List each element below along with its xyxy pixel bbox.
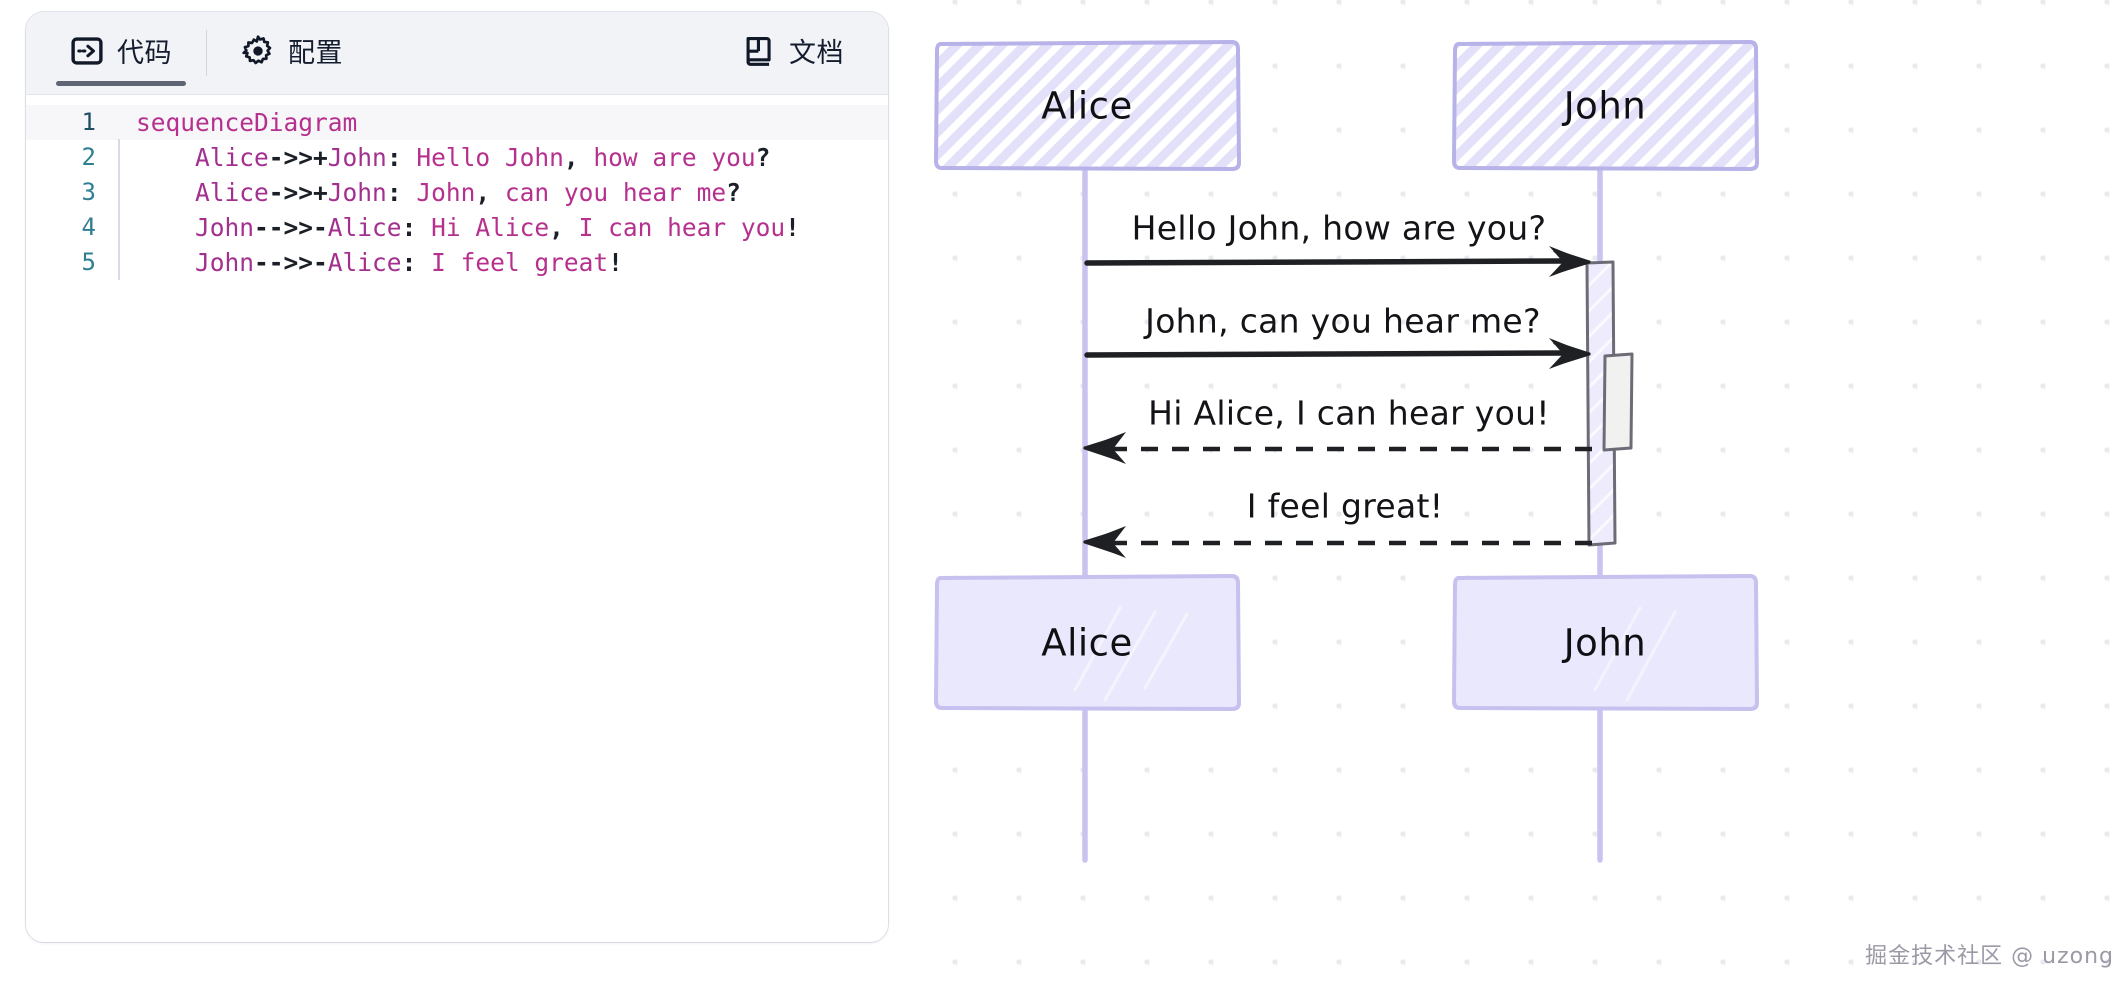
- terminal-icon: [70, 34, 104, 73]
- tab-code-label: 代码: [117, 37, 172, 68]
- code-token: John: [327, 178, 387, 207]
- editor-tabbar: 代码 配置: [26, 12, 888, 95]
- code-token: Alice: [327, 213, 402, 242]
- code-token: ->>+: [268, 178, 328, 207]
- tab-code[interactable]: 代码: [52, 12, 190, 94]
- code-token: ,: [549, 213, 564, 242]
- participant-label-john-bottom: John: [1563, 621, 1647, 665]
- code-line[interactable]: 4 John-->>-Alice: Hi Alice, I can hear y…: [26, 209, 888, 245]
- participant-box-john-top[interactable]: [1452, 40, 1759, 171]
- tab-config-label: 配置: [288, 37, 343, 68]
- code-token: I feel great: [416, 248, 609, 277]
- line-number: 2: [81, 143, 96, 171]
- participant-box-john-bottom[interactable]: [1452, 574, 1759, 711]
- code-line-text: Alice->>+John: Hello John, how are you?: [118, 139, 888, 175]
- tab-docs[interactable]: 文档: [724, 12, 862, 94]
- code-token: -->>-: [254, 248, 328, 277]
- line-number: 4: [81, 213, 96, 241]
- code-line-text: sequenceDiagram: [118, 105, 888, 140]
- participant-box-alice-top[interactable]: [934, 40, 1241, 171]
- tab-config[interactable]: 配置: [223, 12, 361, 94]
- code-token: how are you: [578, 143, 756, 172]
- message-arrow-4: [1083, 526, 1605, 558]
- line-number: 1: [81, 108, 96, 136]
- code-token: Hi Alice: [416, 213, 550, 242]
- code-token: sequenceDiagram: [136, 108, 358, 137]
- participant-box-alice-bottom[interactable]: [934, 574, 1241, 711]
- code-line[interactable]: 2 Alice->>+John: Hello John, how are you…: [26, 139, 888, 175]
- code-token: [136, 248, 195, 277]
- watermark: 掘金技术社区 @ uzong: [1865, 944, 2114, 969]
- code-token: :: [401, 248, 417, 277]
- participant-label-alice-top: Alice: [1041, 84, 1133, 128]
- code-token: ,: [475, 178, 491, 207]
- code-token: John: [401, 178, 476, 207]
- code-token: !: [785, 213, 800, 242]
- code-line[interactable]: 3 Alice->>+John: John, can you hear me?: [26, 174, 888, 210]
- code-token: -->>-: [254, 213, 328, 242]
- code-token: ->>+: [268, 143, 328, 172]
- code-token: ,: [563, 143, 579, 172]
- line-number: 5: [81, 248, 96, 276]
- code-token: Alice: [195, 178, 269, 207]
- code-token: [136, 178, 195, 207]
- code-token: :: [401, 213, 417, 242]
- code-line-text: Alice->>+John: John, can you hear me?: [118, 174, 888, 210]
- tab-divider: [206, 30, 207, 76]
- message-label-2: John, can you hear me?: [1145, 301, 1541, 341]
- code-token: [136, 213, 195, 242]
- code-token: :: [386, 143, 402, 172]
- code-token: Alice: [327, 248, 402, 277]
- participant-label-alice-bottom: Alice: [1041, 621, 1133, 665]
- code-line-text: John-->>-Alice: Hi Alice, I can hear you…: [118, 209, 888, 245]
- code-token: can you hear me: [490, 178, 727, 207]
- code-token: ?: [755, 143, 771, 172]
- code-token: John: [195, 248, 255, 277]
- tab-docs-label: 文档: [789, 37, 844, 68]
- code-token: [136, 143, 195, 172]
- diagram-canvas[interactable]: Alice John Alice John Hello John, how ar…: [905, 0, 2128, 994]
- participant-label-john-top: John: [1563, 84, 1647, 128]
- code-line[interactable]: 1 sequenceDiagram: [26, 105, 888, 140]
- code-token: John: [195, 213, 255, 242]
- message-label-1: Hello John, how are you?: [1131, 208, 1547, 248]
- code-token: Hello John: [401, 143, 564, 172]
- gear-icon: [241, 34, 275, 73]
- message-arrow-3: [1083, 432, 1605, 464]
- sequence-diagram-svg: [934, 40, 1759, 863]
- code-token: :: [386, 178, 402, 207]
- book-icon: [742, 34, 776, 73]
- editor-panel: 代码 配置: [26, 12, 888, 942]
- code-token: John: [327, 143, 387, 172]
- code-token: !: [608, 248, 623, 277]
- code-token: ?: [726, 178, 741, 207]
- message-label-3: Hi Alice, I can hear you!: [1148, 393, 1550, 433]
- line-number: 3: [81, 178, 96, 206]
- activation-bar-inner: [1602, 352, 1634, 452]
- code-token: Alice: [195, 143, 269, 172]
- message-arrow-1: [1084, 246, 1591, 277]
- code-line-text: John-->>-Alice: I feel great!: [118, 244, 888, 280]
- code-line[interactable]: 5 John-->>-Alice: I feel great!: [26, 244, 888, 280]
- message-arrow-2: [1084, 338, 1591, 369]
- message-label-4: I feel great!: [1246, 486, 1444, 526]
- code-token: I can hear you: [563, 213, 786, 242]
